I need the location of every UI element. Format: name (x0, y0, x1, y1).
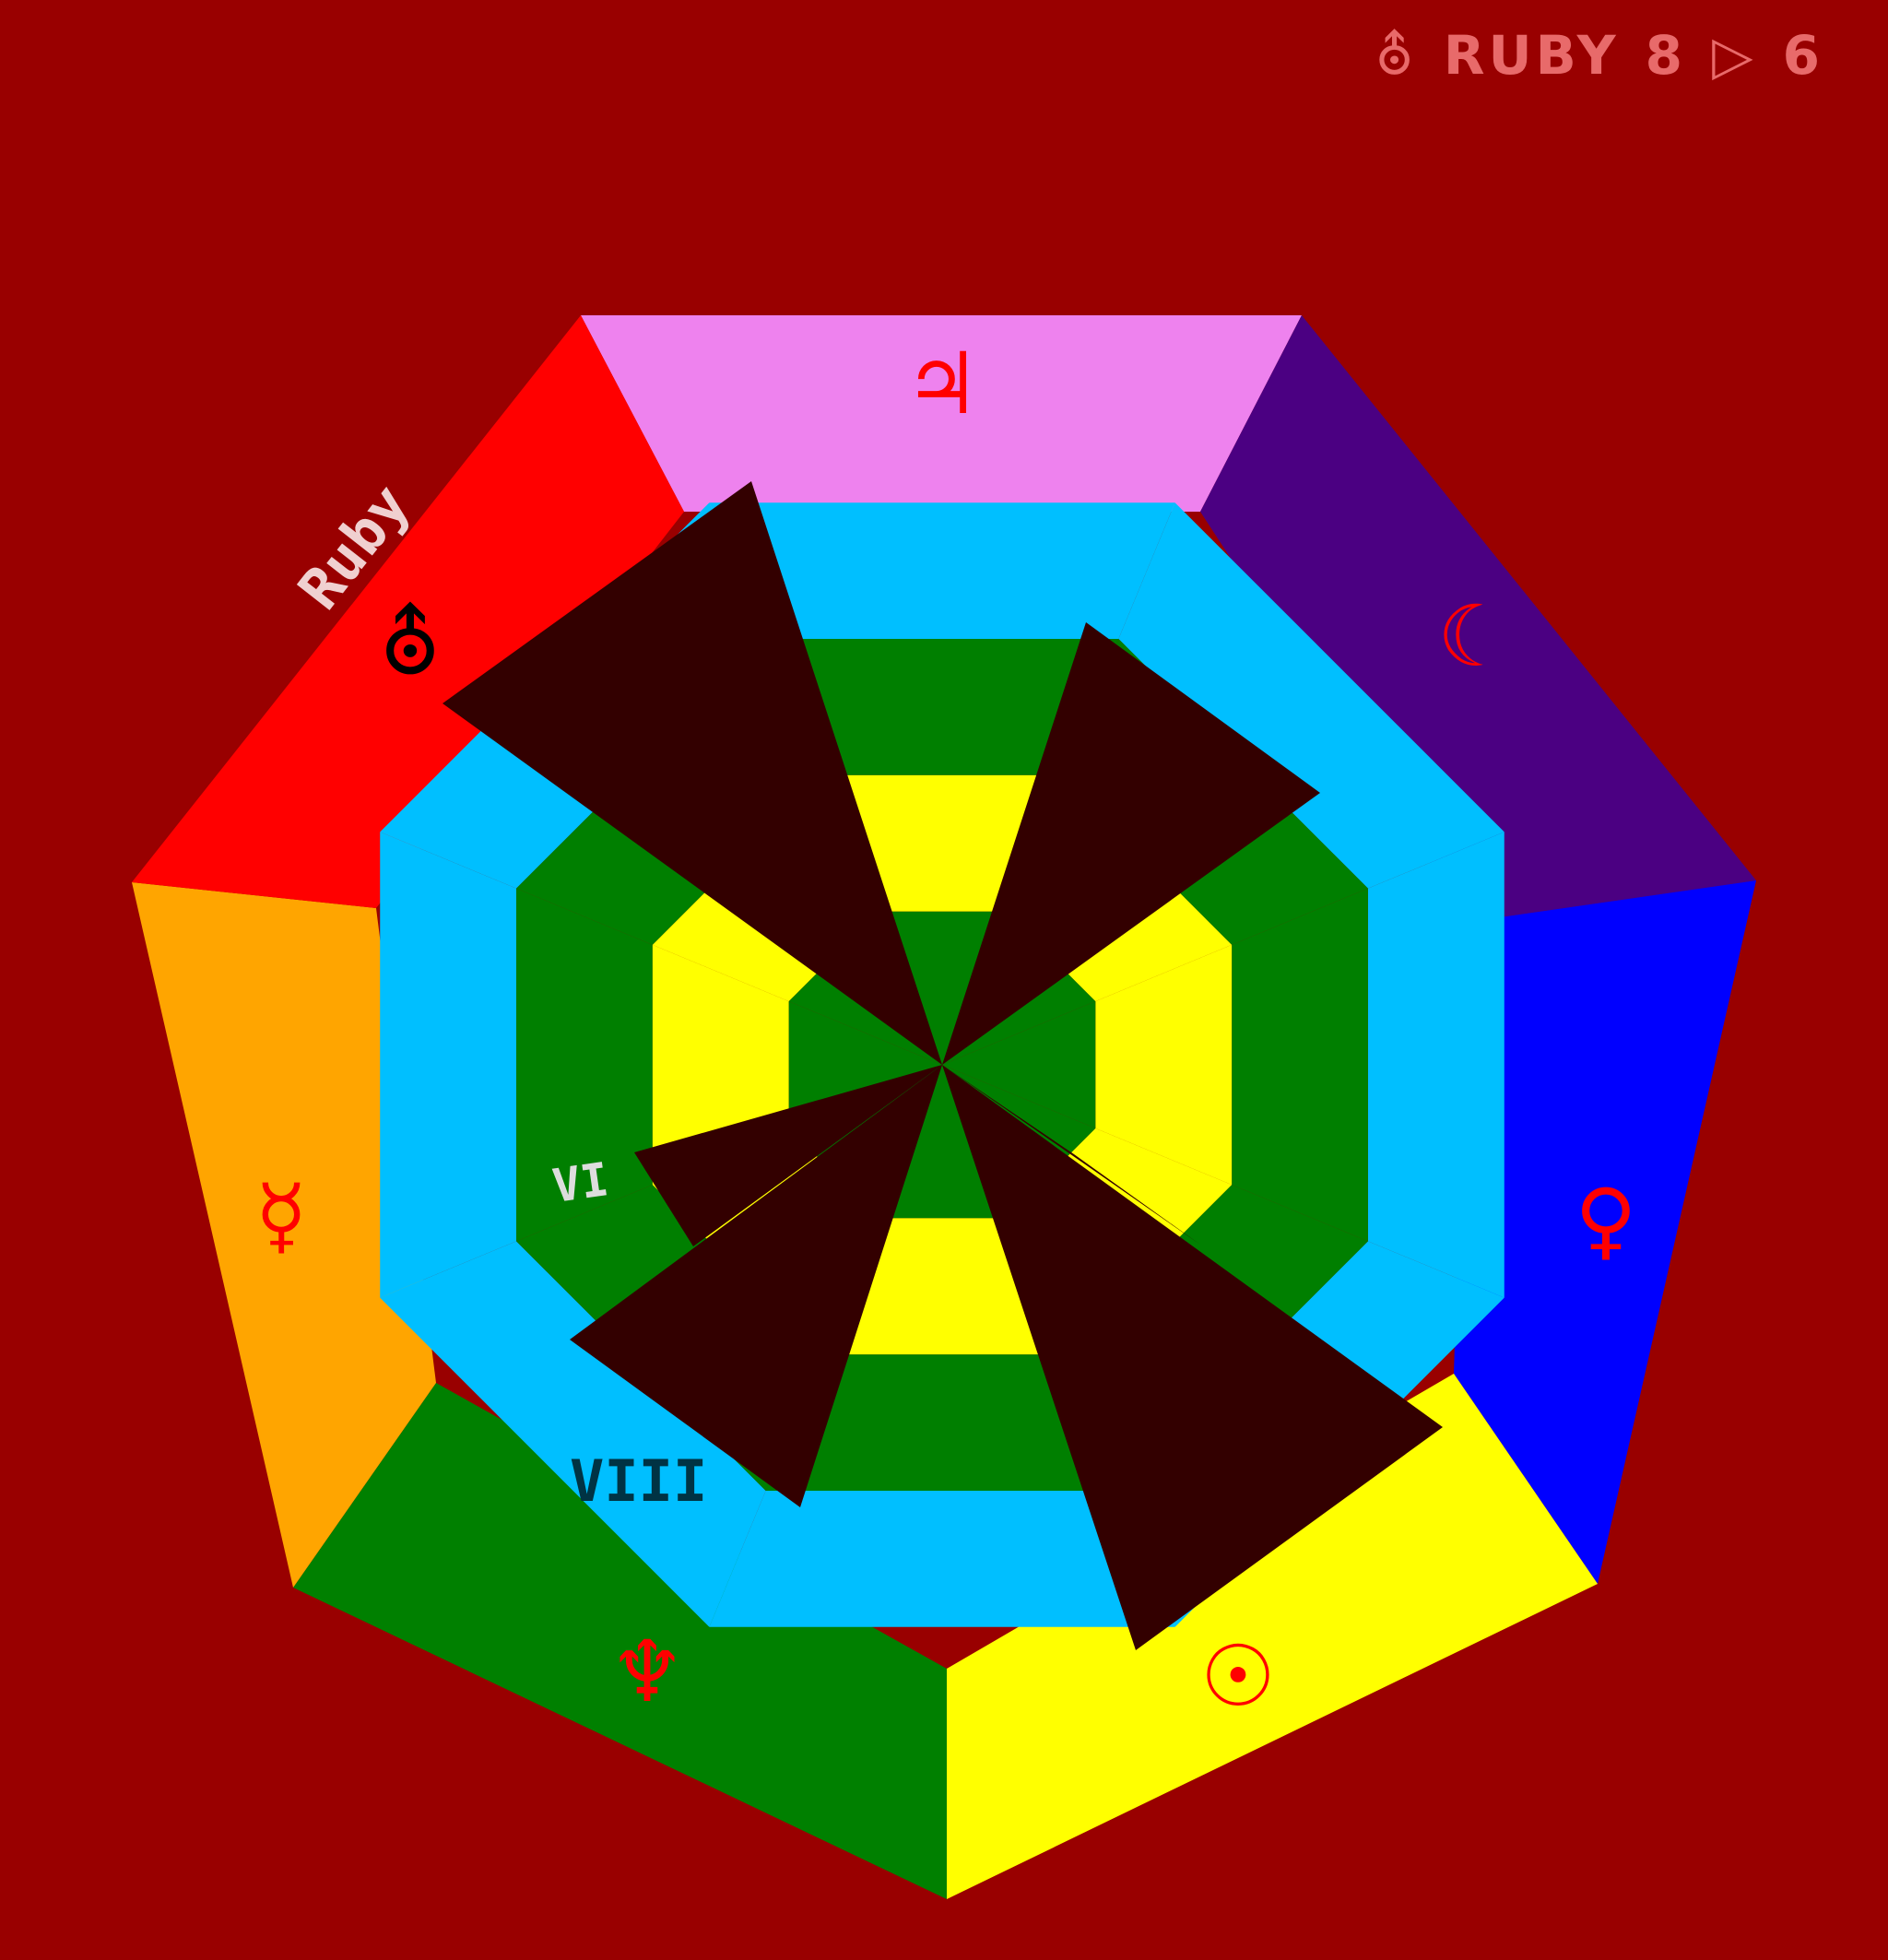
player-name: RUBY (1443, 24, 1620, 87)
moon-icon: ☾ (1437, 587, 1513, 686)
viii-label: VIII (570, 1447, 707, 1515)
dark-spoke-3[interactable] (570, 1065, 942, 1507)
neptune-segment[interactable] (293, 1383, 947, 1899)
venus-icon: ♀ (1575, 1171, 1636, 1269)
mercury-icon: ☿ (255, 1166, 307, 1265)
uranus-icon: ⛢ (1375, 24, 1418, 87)
yellow-band-2[interactable] (1095, 944, 1233, 1186)
green-band-outer-2[interactable] (1232, 888, 1368, 1242)
dark-spoke-5[interactable] (942, 1065, 1200, 1245)
jupiter-icon: ♃ (904, 335, 980, 433)
status-bar: ⛢ RUBY 8 ▷ 6 (1349, 24, 1823, 87)
dark-spoke-4[interactable] (634, 1065, 942, 1246)
venus-segment[interactable] (1454, 880, 1756, 1584)
green-band-outer-4[interactable] (765, 1354, 1119, 1491)
green-band-inner-2[interactable] (942, 1001, 1096, 1128)
yellow-band-4[interactable] (821, 1218, 1063, 1355)
mercury-segment[interactable] (132, 882, 436, 1588)
ring-band-5[interactable] (380, 1241, 766, 1627)
ring-band-6[interactable] (380, 832, 517, 1298)
green-band-outer-0[interactable] (765, 639, 1119, 775)
ring-band-4[interactable] (709, 1490, 1175, 1627)
green-band-outer-6[interactable] (516, 888, 653, 1242)
dark-spoke-1[interactable] (942, 622, 1320, 1065)
jupiter-segment[interactable] (581, 315, 1302, 512)
dark-spoke-0[interactable] (442, 481, 942, 1065)
ring-band-0[interactable] (709, 502, 1175, 640)
green-band-inner-6[interactable] (788, 1001, 942, 1128)
ring-band-1[interactable] (1118, 502, 1504, 889)
uranus-icon: ⛢ (379, 595, 441, 693)
play-triangle-icon: ▷ (1712, 24, 1757, 87)
uranus-segment[interactable] (132, 315, 684, 908)
vi-label: VI (549, 1152, 612, 1213)
neptune-icon: ♆ (609, 1623, 685, 1721)
dark-spoke-2[interactable] (942, 1065, 1443, 1650)
green-band-inner-4[interactable] (879, 1065, 1006, 1219)
yellow-band-0[interactable] (821, 774, 1063, 912)
counter-a: 8 (1645, 24, 1687, 87)
green-band-inner-0[interactable] (879, 911, 1006, 1065)
sun-icon: ☉ (1200, 1627, 1276, 1726)
sun-segment[interactable] (947, 1374, 1598, 1899)
moon-segment[interactable] (1200, 315, 1756, 922)
ring-band-2[interactable] (1367, 832, 1504, 1298)
counter-b: 6 (1782, 24, 1823, 87)
